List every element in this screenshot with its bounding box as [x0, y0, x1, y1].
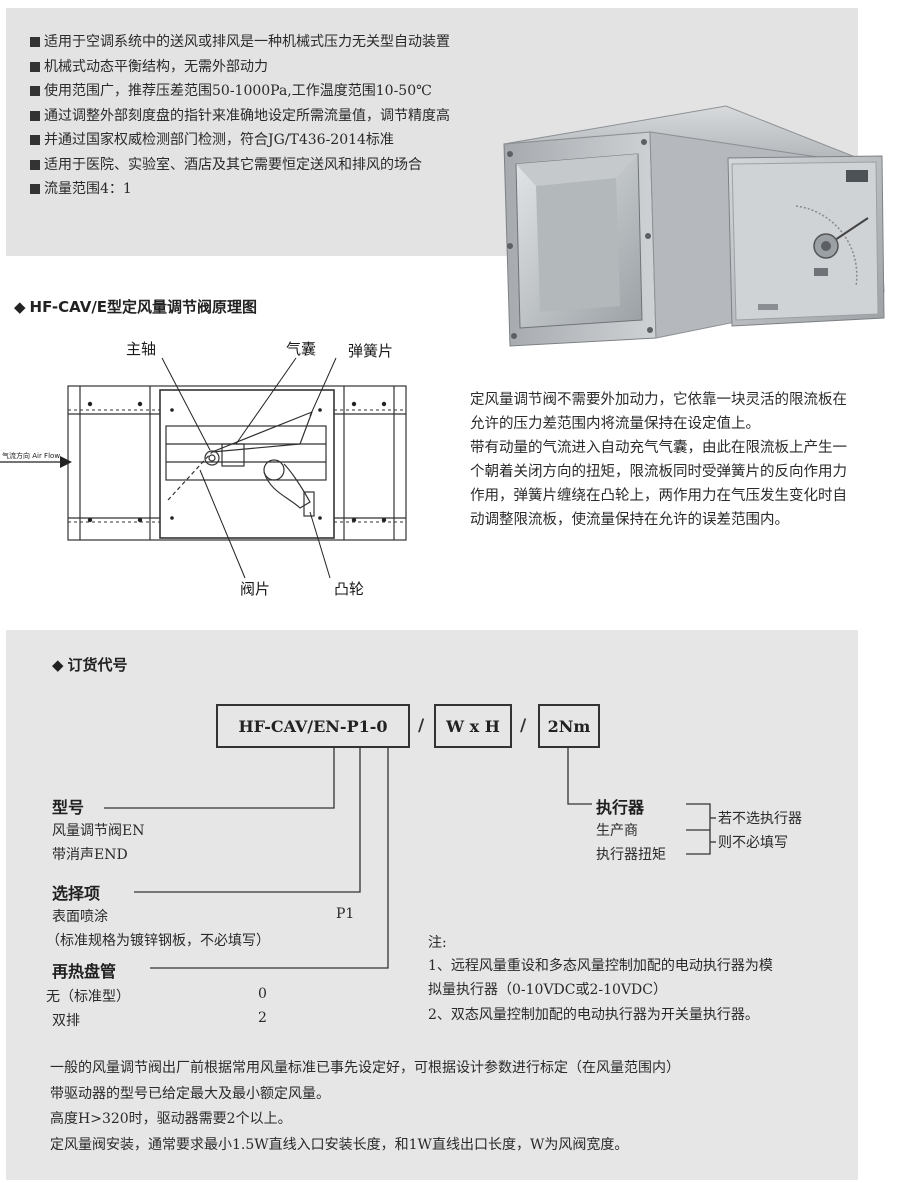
principle-title: ◆HF-CAV/E型定风量调节阀原理图 [14, 298, 258, 316]
feature-item: 并通过国家权威检测部门检测，符合JG/T436-2014标准 [30, 128, 450, 153]
feature-item: 适用于空调系统中的送风或排风是一种机械式压力无关型自动装置 [30, 30, 450, 55]
square-bullet-icon [30, 110, 40, 121]
code-model-box: HF-CAV/EN-P1-0 [216, 704, 410, 748]
square-bullet-icon [30, 86, 40, 96]
footer-notes: 一般的风量调节阀出厂前根据常用风量标准已事先设定好，可根据设计参数进行标定（在风… [50, 1056, 680, 1158]
note-line: 拟量执行器（0-10VDC或2-10VDC） [428, 982, 667, 998]
square-bullet-icon [30, 37, 40, 47]
square-bullet-icon [30, 184, 40, 194]
square-bullet-icon [30, 61, 40, 72]
options-item: 表面喷涂 [52, 909, 108, 925]
feature-item: 适用于医院、实验室、酒店及其它需要恒定送风和排风的场合 [30, 153, 450, 178]
reheat-row-label: 双排 [52, 1013, 80, 1029]
diamond-icon: ◆ [14, 298, 26, 316]
ordering-panel [6, 630, 858, 1180]
reheat-row-value: 2 [258, 1010, 267, 1026]
actuator-note: 若不选执行器 [718, 811, 802, 827]
reheat-row-value: 0 [258, 986, 267, 1002]
footer-line: 一般的风量调节阀出厂前根据常用风量标准已事先设定好，可根据设计参数进行标定（在风… [50, 1060, 680, 1076]
reheat-row-label: 无（标准型） [46, 989, 130, 1005]
feature-item: 流量范围4：1 [30, 177, 450, 202]
principle-description: 定风量调节阀不需要外加动力，它依靠一块灵活的限流板在允许的压力差范围内将流量保持… [470, 388, 855, 532]
model-item: 风量调节阀EN [52, 823, 145, 839]
footer-line: 定风量阀安装，通常要求最小1.5W直线入口安装长度，和1W直线出口长度，W为风阀… [50, 1136, 629, 1153]
feature-item: 通过调整外部刻度盘的指针来准确地设定所需流量值，调节精度高 [30, 104, 450, 129]
description-paragraph: 定风量调节阀不需要外加动力，它依靠一块灵活的限流板在允许的压力差范围内将流量保持… [470, 392, 847, 432]
code-separator: / [418, 716, 425, 736]
footer-line: 高度H>320时，驱动器需要2个以上。 [50, 1111, 292, 1127]
description-paragraph: 带有动量的气流进入自动充气气囊，由此在限流板上产生一个朝着关闭方向的扭矩，限流板… [470, 440, 847, 528]
blade-label: 阀片 [240, 580, 270, 598]
spring-label: 弹簧片 [348, 342, 393, 360]
footer-line: 带驱动器的型号已给定最大及最小额定风量。 [50, 1085, 330, 1102]
product-photo [503, 105, 885, 347]
square-bullet-icon [30, 135, 40, 145]
feature-item: 机械式动态平衡结构，无需外部动力 [30, 55, 450, 80]
feature-item: 使用范围广，推荐压差范围50-1000Pa,工作温度范围10-50℃ [30, 79, 450, 104]
note-line: 2、双态风量控制加配的电动执行器为开关量执行器。 [428, 1007, 759, 1023]
ordering-title: ◆订货代号 [52, 656, 128, 674]
code-size-box: W x H [434, 704, 512, 748]
options-heading: 选择项 [52, 884, 101, 903]
actuator-note: 则不必填写 [718, 835, 788, 851]
reheat-heading: 再热盘管 [52, 962, 117, 981]
feature-list: 适用于空调系统中的送风或排风是一种机械式压力无关型自动装置 机械式动态平衡结构，… [30, 30, 450, 202]
model-item: 带消声END [52, 847, 128, 863]
options-value: P1 [336, 906, 355, 922]
options-note: （标准规格为镀锌钢板，不必填写） [46, 933, 270, 949]
principle-diagram: 主轴 气囊 弹簧片 阀片 凸轮 气流方向 Air Flow [0, 340, 407, 598]
model-heading: 型号 [52, 798, 85, 817]
square-bullet-icon [30, 159, 40, 170]
cam-label: 凸轮 [334, 580, 364, 598]
note-line: 1、远程风量重设和多态风量控制加配的电动执行器为模 [428, 958, 773, 974]
airflow-label: 气流方向 Air Flow [2, 451, 60, 460]
actuator-heading: 执行器 [596, 798, 645, 817]
main-shaft-label: 主轴 [126, 340, 156, 358]
code-separator: / [520, 716, 527, 736]
notes-heading: 注: [428, 935, 447, 951]
actuator-item: 执行器扭矩 [596, 847, 666, 863]
code-torque-box: 2Nm [538, 704, 600, 748]
airbag-label: 气囊 [286, 340, 316, 358]
diamond-icon: ◆ [52, 656, 64, 674]
actuator-item: 生产商 [596, 823, 638, 839]
